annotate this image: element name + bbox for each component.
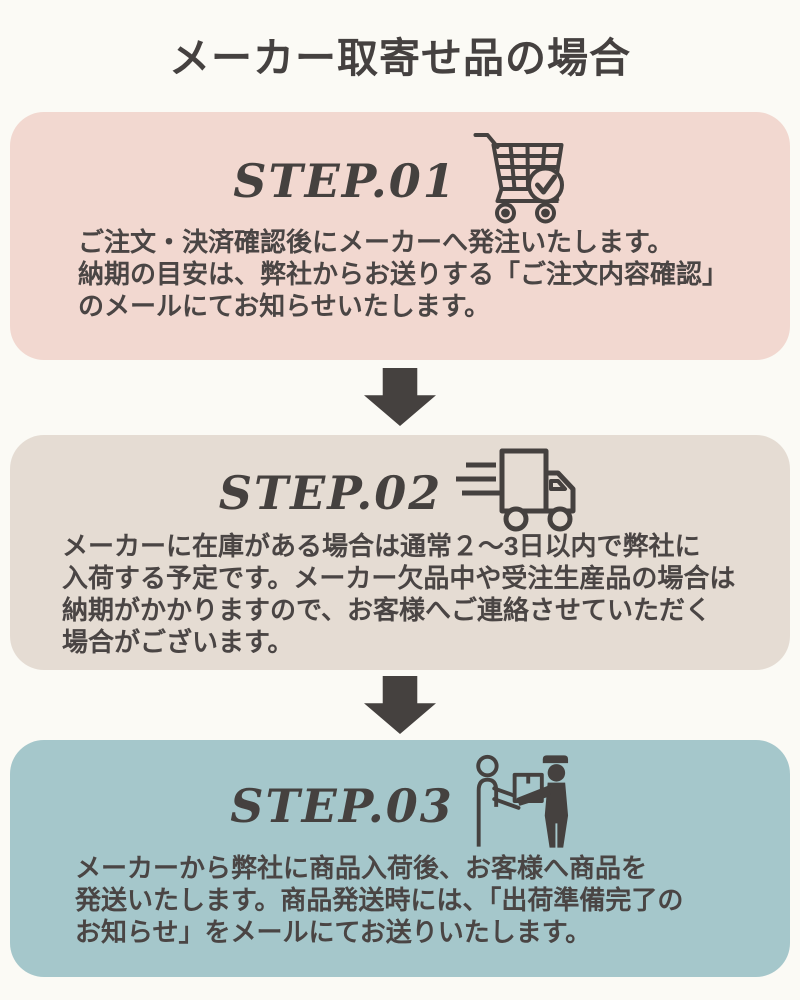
step-1-description-line: ご注文・決済確認後にメーカーへ発注いたします。 [78, 227, 674, 257]
delivery-truck-icon [456, 448, 576, 531]
step-3-label: STEP.03 [230, 779, 454, 833]
step-1-description-line: 納期の目安は、弊社からお送りする「ご注文内容確認」 [78, 259, 729, 289]
step-3-description-line: メーカーから弊社に商品入荷後、お客様へ商品を [75, 853, 648, 883]
cart-check-icon [473, 133, 564, 224]
step-3-description: メーカーから弊社に商品入荷後、お客様へ商品を 発送いたします。商品発送時には、「… [75, 852, 683, 948]
step-3-description-line: 発送いたします。商品発送時には、「出荷準備完了の [75, 885, 684, 915]
step-2-description: メーカーに在庫がある場合は通常２〜3日以内で弊社に 入荷する予定です。メーカー欠… [62, 530, 735, 658]
down-arrow-icon [364, 368, 436, 426]
step-3-header: STEP.03 [10, 752, 790, 852]
step-1-description-line: のメールにてお知らせいたします。 [78, 291, 491, 321]
down-arrow-icon [364, 676, 436, 734]
step-2-description-line: 場合がございます。 [62, 627, 294, 657]
step-3-description-line: お知らせ」をメールにてお送りいたします。 [75, 917, 592, 947]
step-1-header: STEP.01 [10, 126, 790, 228]
page-title: メーカー取寄せ品の場合 [169, 35, 631, 81]
package-handoff-icon [476, 754, 568, 848]
step-2-description-line: 入荷する予定です。メーカー欠品中や受注生産品の場合は [62, 563, 736, 593]
step-2-description-line: メーカーに在庫がある場合は通常２〜3日以内で弊社に [62, 531, 701, 561]
step-1-box: STEP.01 ご注文・決済確認後にメーカーへ発注いたします。 納期の目安は、弊… [10, 112, 790, 360]
step-2-box: STEP.02 メーカーに在庫がある場合は通常２〜3日以内で弊社に 入荷する予定… [10, 435, 790, 670]
step-1-label: STEP.01 [233, 154, 457, 208]
step-3-box: STEP.03 メーカーから弊社に商品入荷後、お客様へ商品を 発送いたします。商… [10, 740, 790, 977]
step-1-description: ご注文・決済確認後にメーカーへ発注いたします。 納期の目安は、弊社からお送りする… [78, 226, 728, 322]
step-2-label: STEP.02 [218, 466, 443, 520]
step-2-header: STEP.02 [10, 441, 790, 537]
step-2-description-line: 納期がかかりますので、お客様へご連絡させていただく [62, 595, 711, 625]
